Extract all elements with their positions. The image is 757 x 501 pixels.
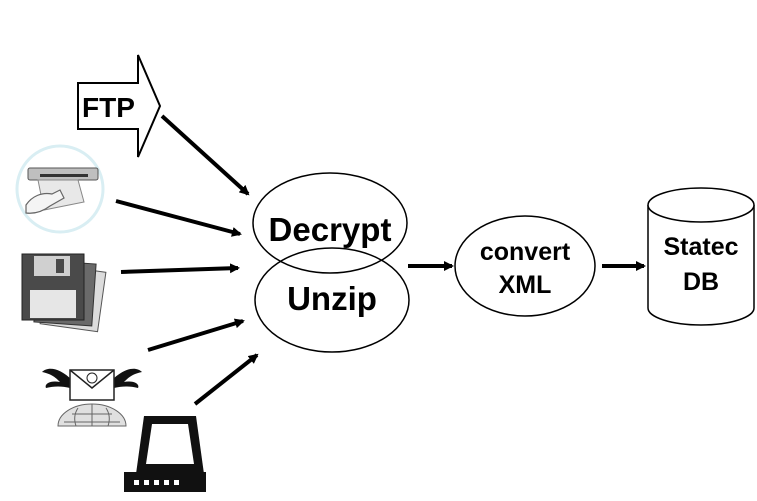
arrow-card-to-decrypt — [115, 199, 242, 237]
xml-label: XML — [499, 271, 552, 299]
unzip-node: Unzip — [254, 247, 410, 353]
floppy-disks-icon — [21, 253, 107, 333]
decrypt-label: Decrypt — [269, 211, 392, 248]
db-label: DB — [683, 268, 719, 296]
statec-label: Statec — [663, 233, 738, 261]
decrypt-node: Decrypt — [252, 172, 408, 274]
ftp-label: FTP — [82, 92, 135, 123]
card-reader-icon — [15, 144, 105, 234]
statec-db-cylinder: Statec DB — [647, 187, 755, 326]
arrow-floppy-to-unzip — [120, 263, 240, 274]
convert-label: convert — [480, 238, 571, 266]
arrow-scanner-to-unzip — [193, 353, 259, 406]
arrow-email-to-unzip — [147, 318, 245, 352]
convert-xml-node: convert XML — [454, 215, 596, 317]
ftp-arrow-icon: FTP — [77, 54, 162, 158]
unzip-label: Unzip — [287, 280, 377, 317]
scanner-icon — [124, 416, 206, 492]
winged-email-icon — [42, 368, 142, 427]
arrow-ftp-to-decrypt — [160, 114, 250, 196]
input-arrows — [115, 114, 259, 406]
